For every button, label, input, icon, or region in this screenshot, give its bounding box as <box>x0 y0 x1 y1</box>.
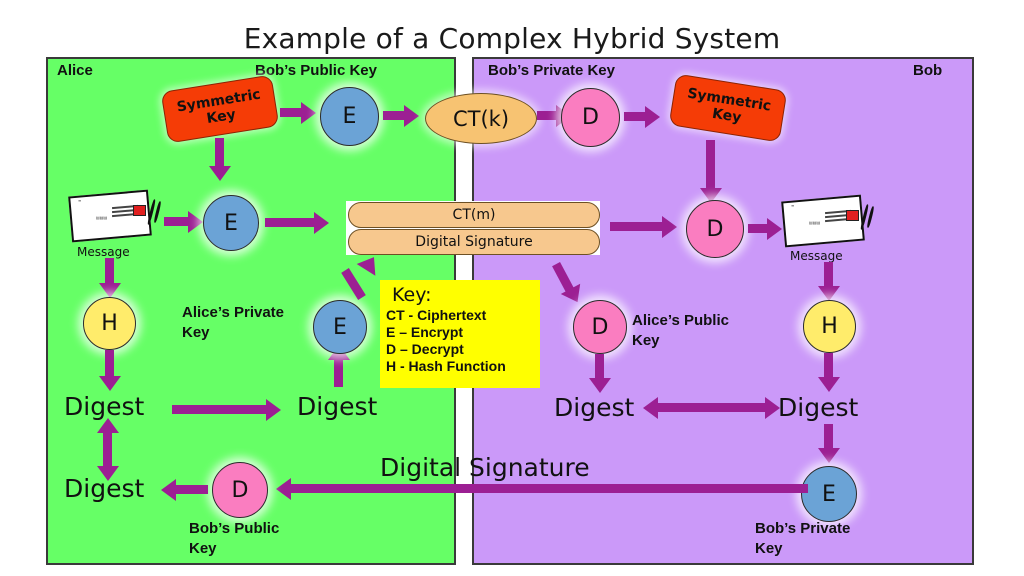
arrow-symkey-down-bob <box>706 140 715 190</box>
arrowhead-left <box>161 479 176 501</box>
legend-item: D – Decrypt <box>386 341 464 357</box>
arrowhead-down <box>818 286 840 301</box>
arrow-hash-to-digest-alice <box>105 350 114 378</box>
message-label-bob: Message <box>790 249 843 263</box>
arrow-ctk-to-decrypt <box>537 111 557 120</box>
arrow-encrypt-to-ctk <box>383 111 405 120</box>
arrow-message-to-hash-bob <box>824 262 833 288</box>
arrowhead-left <box>276 478 291 500</box>
arrow-message-to-encrypt <box>164 217 189 226</box>
envelope-address: ▤▤▤ <box>809 220 821 225</box>
arrowhead-right <box>765 397 780 419</box>
arrow-decrypt-to-digest-alice-bottom <box>175 485 208 494</box>
arrowhead-down <box>818 377 840 392</box>
arrow-compare-digests-alice <box>103 428 112 468</box>
bob-panel <box>472 57 974 565</box>
decrypt-message-circle: D <box>686 200 744 258</box>
legend-heading: Key: <box>392 284 432 306</box>
digest-alice-mid: Digest <box>297 392 378 421</box>
arrowhead-right <box>767 218 782 240</box>
ct-k-ellipse: CT(k) <box>425 93 537 144</box>
arrowhead-down <box>700 188 722 203</box>
arrowhead-right <box>266 399 281 421</box>
encrypt-digest-circle-bob: E <box>801 466 857 522</box>
digital-signature-pill: Digital Signature <box>348 229 600 255</box>
bobs-public-key-label-top: Bob’s Public Key <box>255 62 377 79</box>
ct-m-pill: CT(m) <box>348 202 600 228</box>
encrypt-digest-circle: E <box>313 300 367 354</box>
encrypt-key-circle: E <box>320 87 379 146</box>
legend-box: Key: CT - Ciphertext E – Encrypt D – Dec… <box>380 280 540 388</box>
arrowhead-right <box>314 212 329 234</box>
legend-item: E – Encrypt <box>386 324 464 340</box>
arrow-ctm-to-decrypt <box>610 222 663 231</box>
envelope-corner-mark: ≡ <box>78 198 82 203</box>
arrowhead-right <box>645 106 660 128</box>
arrowhead-up <box>97 418 119 433</box>
arrow-symkey-down-alice <box>215 138 224 168</box>
digest-bob-left: Digest <box>554 393 635 422</box>
digital-signature-channel-label: Digital Signature <box>380 453 590 482</box>
digest-alice-left: Digest <box>64 392 145 421</box>
envelope-stamp <box>846 210 859 221</box>
page-title: Example of a Complex Hybrid System <box>243 22 781 55</box>
arrowhead-down <box>97 466 119 481</box>
arrow-hash-to-digest-bob <box>824 353 833 379</box>
bobs-public-key-label-bottom: Bob’s Public Key <box>189 520 280 557</box>
arrow-signature-channel <box>290 484 808 493</box>
arrowhead-right <box>662 216 677 238</box>
encrypt-message-circle: E <box>203 195 259 251</box>
decrypt-signature-circle-alice: D <box>212 462 268 518</box>
alices-public-key-label: Alice’s Public Key <box>632 312 729 349</box>
bob-label: Bob <box>913 62 943 79</box>
arrow-digest-to-encrypt-bob <box>824 424 833 450</box>
bobs-private-key-label-bottom: Bob’s Private Key <box>755 520 851 557</box>
hash-circle-alice: H <box>83 297 136 350</box>
arrowhead-down <box>99 283 121 298</box>
envelope-message-alice: ≡ ▤▤▤ <box>68 189 162 243</box>
envelope-address: ▤▤▤ <box>96 215 108 220</box>
arrowhead-down <box>818 448 840 463</box>
envelope-stamp <box>133 205 146 216</box>
arrowhead-left <box>643 397 658 419</box>
arrow-compare-digests-bob <box>656 403 766 412</box>
envelope-corner-mark: ≡ <box>791 203 795 208</box>
arrowhead-right <box>404 105 419 127</box>
decrypt-signature-circle-bob: D <box>573 300 627 354</box>
alice-label: Alice <box>57 62 93 79</box>
legend-item: CT - Ciphertext <box>386 307 487 323</box>
arrow-decrypt-to-digest-bob <box>595 354 604 380</box>
legend-item: H - Hash Function <box>386 358 506 374</box>
hash-circle-bob: H <box>803 300 856 353</box>
arrow-digest-to-digest-alice <box>172 405 267 414</box>
arrow-encrypt-to-ctm <box>265 218 315 227</box>
arrowhead-right <box>188 211 203 233</box>
arrowhead-down <box>209 166 231 181</box>
digest-bob-right: Digest <box>778 393 859 422</box>
arrowhead-right <box>301 102 316 124</box>
ciphertext-card: CT(m) Digital Signature <box>346 201 600 255</box>
arrowhead-down <box>99 376 121 391</box>
envelope-message-bob: ≡ ▤▤▤ <box>781 194 875 248</box>
arrow-message-to-hash-alice <box>105 258 114 285</box>
message-label-alice: Message <box>77 245 130 259</box>
arrow-digest-to-encrypt-sign <box>334 357 343 387</box>
arrow-symkey-to-encrypt <box>280 108 302 117</box>
arrowhead-down <box>589 378 611 393</box>
alices-private-key-label: Alice’s Private Key <box>182 304 285 341</box>
arrow-decrypt-to-symkey <box>624 112 646 121</box>
arrow-decrypt-to-message <box>748 224 768 233</box>
bobs-private-key-label-top: Bob’s Private Key <box>488 62 615 79</box>
decrypt-key-circle: D <box>561 88 620 147</box>
